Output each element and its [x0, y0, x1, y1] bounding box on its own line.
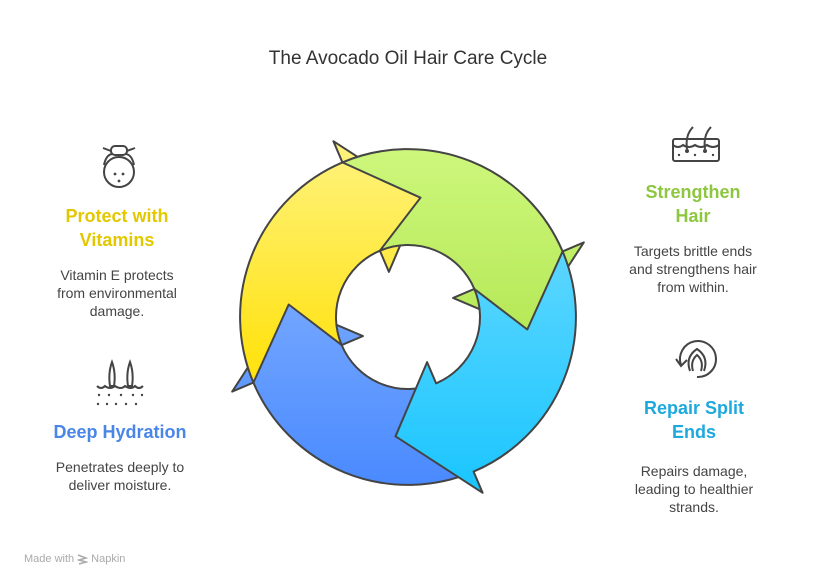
heading-line: Strengthen — [645, 182, 741, 202]
diagram-title: The Avocado Oil Hair Care Cycle — [268, 48, 548, 69]
desc-line: deliver moisture. — [68, 477, 172, 493]
step-description: Vitamin E protects from environmental dama… — [17, 266, 217, 320]
desc-line: Vitamin E protects — [60, 267, 174, 283]
napkin-logo-icon — [77, 553, 89, 565]
step-heading: Deep Hydration — [53, 422, 187, 442]
desc-line: Targets brittle ends — [633, 243, 753, 259]
step-description: Targets brittle ends and strengthens hair… — [593, 242, 793, 296]
heading-line: Hair — [675, 206, 711, 226]
skin-hydration-icon — [96, 359, 144, 406]
step-description: Penetrates deeply to deliver moisture. — [20, 458, 220, 494]
desc-line: from within. — [657, 279, 729, 295]
made-with-label: Made with — [24, 553, 75, 565]
desc-line: leading to healthier — [634, 481, 754, 497]
napkin-brand-label: Napkin — [91, 553, 126, 565]
hair-follicle-icon — [672, 126, 720, 162]
cycle-arrow-cyan — [394, 250, 577, 494]
desc-line: and strengthens hair — [629, 261, 757, 277]
heading-line: Vitamins — [79, 230, 155, 250]
refresh-hair-icon — [675, 340, 717, 379]
desc-line: strands. — [669, 499, 719, 515]
cycle-arrow-green — [341, 148, 585, 331]
cycle-arrow-yellow — [239, 140, 422, 384]
step-description: Repairs damage, leading to healthier stran… — [594, 462, 794, 516]
footer-attribution[interactable]: Made with Napkin — [24, 553, 125, 565]
heading-line: Protect with — [65, 206, 169, 226]
child-face-icon — [102, 145, 136, 188]
cycle-arrow-blue — [231, 303, 475, 486]
heading-line: Repair Split — [643, 398, 745, 418]
step-deep-hydration: Deep Hydration Penetrates deeply to deliv… — [20, 420, 220, 494]
desc-line: damage. — [89, 303, 145, 319]
desc-line: from environmental — [57, 285, 177, 301]
heading-line: Ends — [671, 422, 716, 442]
desc-line: Penetrates deeply to — [55, 459, 185, 475]
desc-line: Repairs damage, — [640, 463, 748, 479]
